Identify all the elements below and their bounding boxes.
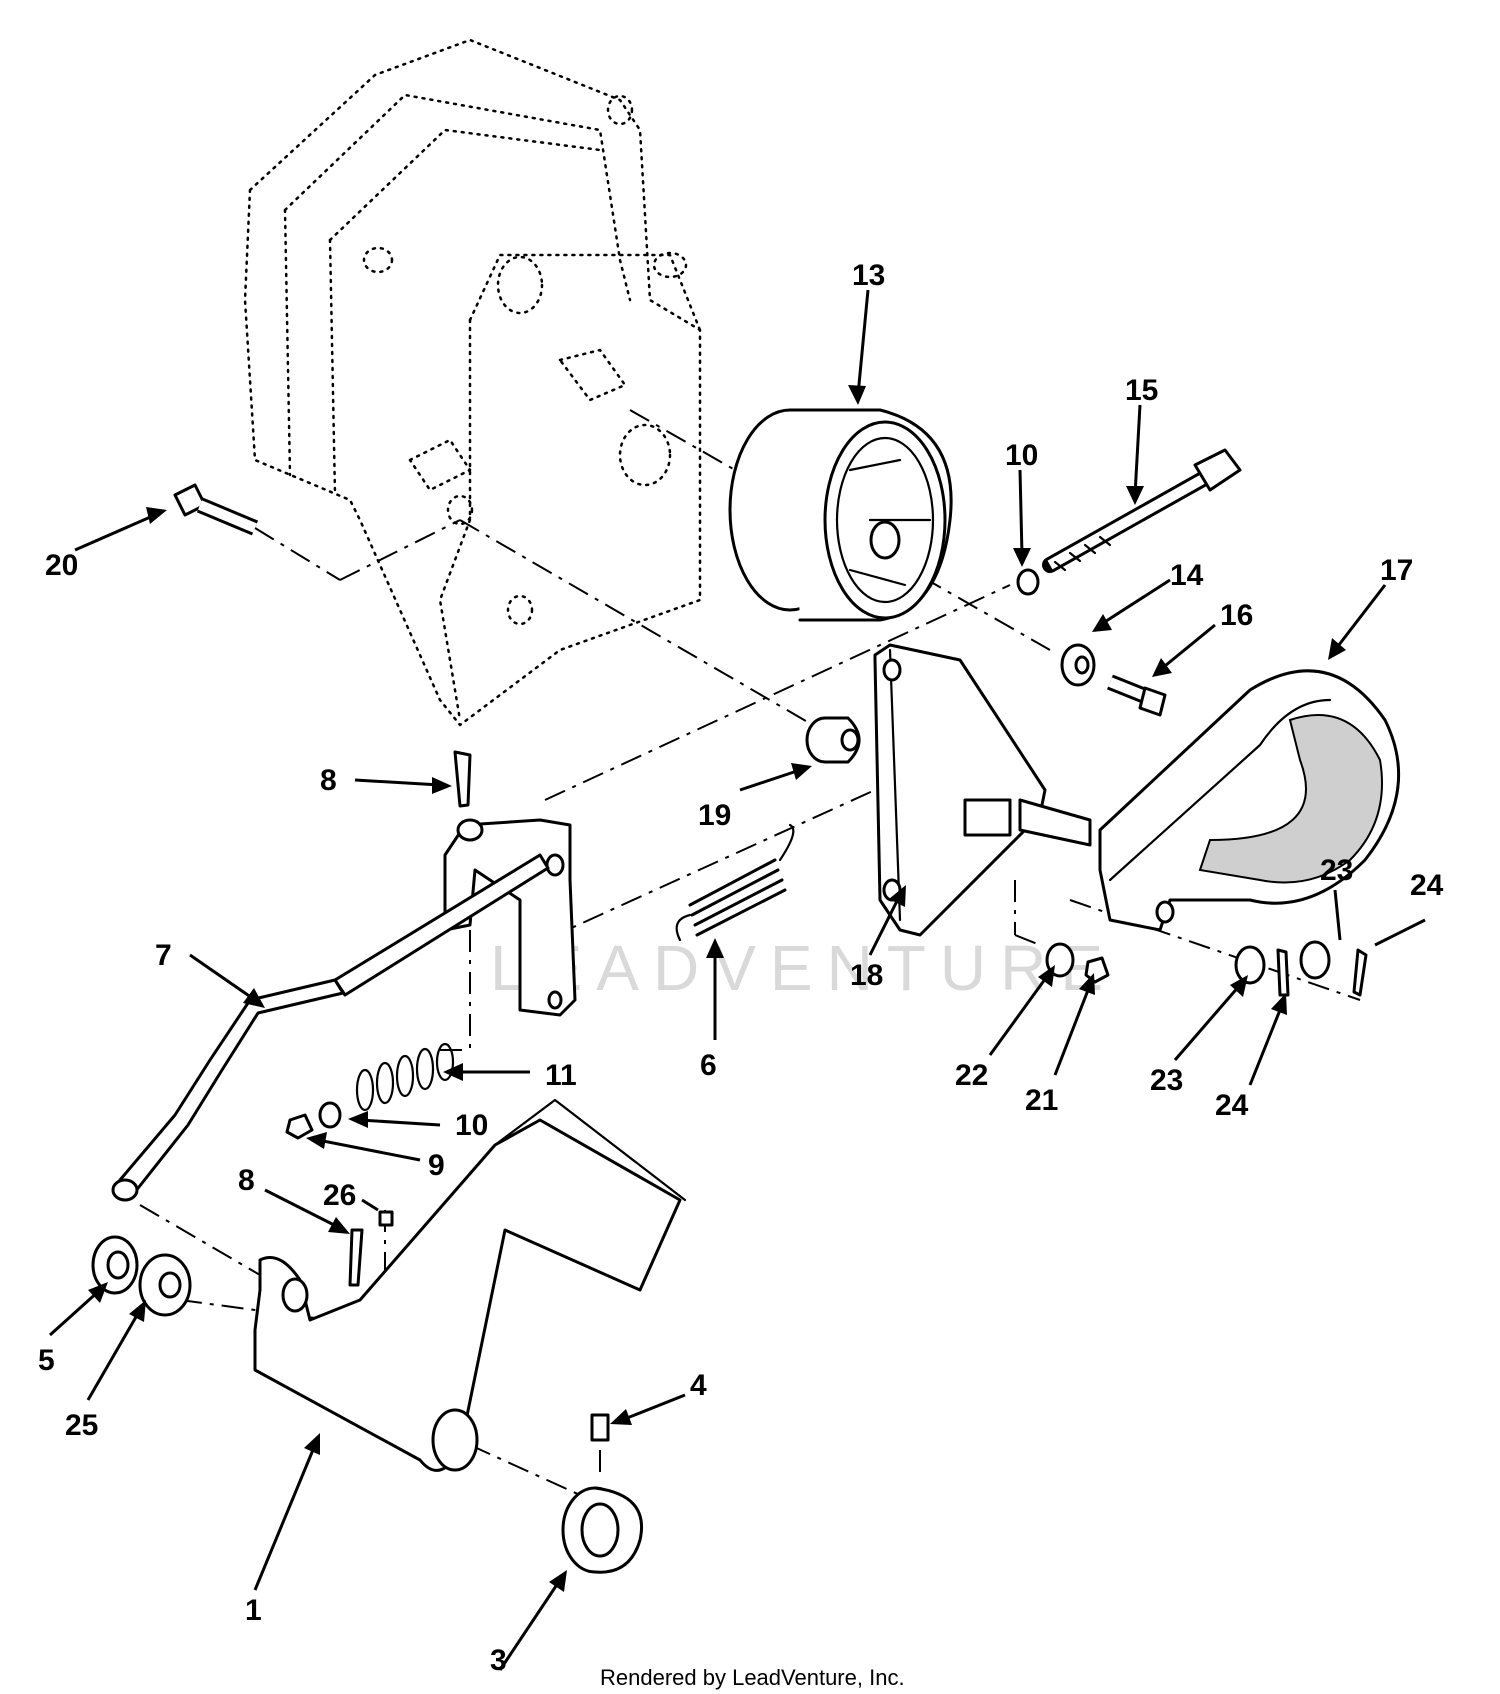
callout-3: 3 [490,1644,507,1677]
callout-18: 18 [850,959,883,992]
callout-16: 16 [1220,599,1253,632]
callout-23-upper: 23 [1320,854,1353,887]
callout-25: 25 [65,1409,98,1442]
callout-26: 26 [323,1179,356,1212]
callout-13: 13 [852,259,885,292]
part-spacer [805,716,861,764]
callout-9: 9 [428,1149,445,1182]
callout-4: 4 [690,1369,707,1402]
callout-6: 6 [700,1049,717,1082]
part-washer-upper [1016,568,1040,596]
part-cotter-pin-24a [1276,948,1290,997]
callout-1: 1 [245,1594,262,1627]
callout-5: 5 [38,1344,55,1377]
part-washer-lower [318,1101,342,1129]
callout-11: 11 [545,1059,577,1092]
callout-24-lower: 24 [1215,1089,1249,1122]
callout-21: 21 [1025,1084,1058,1117]
part-nut-9 [285,1113,314,1140]
part-washer-14 [1060,643,1096,687]
part-washer-23b [1299,940,1331,980]
callout-8-upper: 8 [320,764,337,797]
callout-10-lower: 10 [455,1109,488,1142]
part-bracket [873,643,1092,937]
part-washer-25 [138,1253,192,1317]
callout-20: 20 [45,549,78,582]
render-credit: Rendered by LeadVenture, Inc. [600,1665,905,1690]
engine-housing [243,38,702,727]
part-washer-23a [1234,945,1266,985]
callout-8-lower: 8 [238,1164,255,1197]
part-bolt-16 [1107,674,1167,717]
part-bushing-5 [91,1235,139,1295]
part-rod [111,853,550,1202]
leader-arrows [48,289,1426,1671]
part-brake-band [1098,669,1401,932]
callout-labels: 13 15 10 14 16 17 20 8 19 23 24 7 18 6 2… [38,259,1444,1677]
part-cotter-pin-24b [1352,948,1368,997]
callout-7: 7 [155,939,172,972]
callout-10-upper: 10 [1005,439,1038,472]
callout-24-upper: 24 [1410,869,1444,902]
callout-14: 14 [1170,559,1204,592]
part-collar [561,1486,643,1574]
part-setscrew [590,1413,610,1442]
part-compression-spring [355,1042,455,1112]
part-brake-pedal [253,1098,687,1472]
part-bolt-20 [173,483,259,536]
callout-23-lower: 23 [1150,1064,1183,1097]
part-cotter-pin-upper [453,750,472,808]
callout-22: 22 [955,1059,988,1092]
part-extension-spring [675,823,795,942]
part-cotter-pin-lower [348,1228,364,1287]
part-pulley [728,408,953,622]
callout-15: 15 [1125,374,1158,407]
watermark: LEADVENTURE [490,932,1117,1004]
part-long-bolt [1042,448,1242,573]
callout-17: 17 [1380,554,1413,587]
callout-19: 19 [698,799,731,832]
part-grease-fitting [378,1210,394,1227]
